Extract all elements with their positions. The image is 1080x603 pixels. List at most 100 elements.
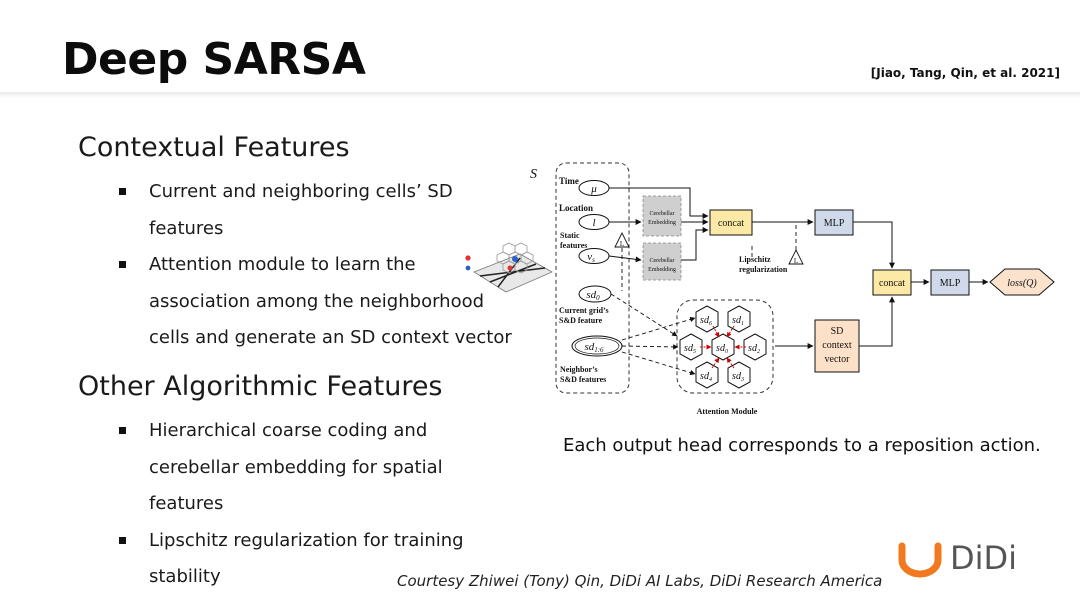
- bullet-line: Current and neighboring cells’ SD: [149, 181, 453, 202]
- sd16-var: sd: [584, 341, 594, 353]
- attention-arrows: [700, 325, 746, 369]
- attention-module-label: Attention Module: [697, 407, 758, 416]
- static-label: Static: [560, 231, 580, 240]
- bullet-marker: [119, 188, 126, 195]
- bullet-line: Attention module to learn the: [149, 254, 416, 275]
- hex-sub: 0: [725, 349, 728, 355]
- hex-sub: 3: [740, 377, 744, 383]
- lipschitz-label: Lipschitz: [739, 255, 771, 264]
- bullet-list-algorithmic: Hierarchical coarse coding and cerebella…: [119, 413, 464, 596]
- sd-context-vector-node: [814, 319, 860, 373]
- sd16-sub: 1:6: [594, 346, 604, 354]
- svg-text:sd6: sd6: [700, 315, 712, 327]
- bullet-item: Lipschitz regularization for training st…: [119, 523, 464, 596]
- bullet-item: Hierarchical coarse coding and cerebella…: [119, 413, 464, 523]
- bullet-line: features: [149, 217, 224, 239]
- lipschitz-label: regularization: [739, 265, 788, 274]
- hex-var: sd: [732, 371, 742, 382]
- bullet-line: Hierarchical coarse coding and: [149, 420, 428, 441]
- hex-sub: 6: [709, 321, 712, 327]
- lipschitz-marker-text: L: [794, 257, 798, 265]
- didi-logo-icon: [898, 542, 942, 578]
- logo-text: DiDi: [950, 539, 1018, 577]
- bullet-marker: [119, 261, 126, 268]
- bullet-line: features: [149, 493, 224, 514]
- hex-cell: [711, 333, 735, 361]
- embedding-label: Embedding: [648, 220, 676, 226]
- lipschitz-marker-icon: [614, 231, 630, 248]
- static-var: v: [587, 251, 592, 263]
- static-sub: s: [592, 256, 595, 264]
- courtesy-note: Courtesy Zhiwei (Tony) Qin, DiDi AI Labs…: [397, 572, 883, 590]
- architecture-diagram: S Time μ Location l Static features vs C…: [465, 162, 1055, 416]
- sd16-node-inner: [574, 337, 620, 355]
- bullet-marker: [119, 427, 126, 434]
- svg-text:sd3: sd3: [732, 371, 744, 383]
- embedding-label: Cerebellar: [650, 258, 675, 264]
- bullet-line: association among the neighborhood: [149, 290, 485, 312]
- hex-cell: [727, 305, 751, 333]
- mlp-label: MLP: [940, 278, 961, 289]
- cerebellar-embedding-1: [642, 195, 682, 237]
- bullet-marker: [119, 536, 126, 544]
- current-grid-label: Current grid’s: [559, 306, 609, 315]
- bullet-item: Current and neighboring cells’ SD featur…: [119, 174, 512, 247]
- hex-var: sd: [684, 343, 694, 354]
- sd-context-label: vector: [825, 354, 851, 365]
- neighbor-label: S&D features: [560, 375, 606, 384]
- hex-cell: [727, 361, 751, 389]
- sd0-var: sd: [586, 289, 596, 301]
- diagram-caption: Each output head corresponds to a reposi…: [563, 435, 1041, 456]
- sd0-sub: 0: [596, 294, 600, 302]
- loss-label: loss(Q): [1007, 278, 1037, 289]
- embedding-label: Embedding: [648, 267, 676, 273]
- bullet-line: cerebellar embedding for spatial: [149, 456, 443, 478]
- bullet-item: Attention module to learn the associatio…: [119, 247, 512, 357]
- hex-var: sd: [748, 343, 758, 354]
- neighborhood-hex-grid: [679, 305, 767, 389]
- city-map-icon: [465, 242, 553, 293]
- hex-var: sd: [700, 371, 710, 382]
- slide-title: Deep SARSA: [62, 34, 366, 85]
- svg-text:sd5: sd5: [684, 343, 696, 355]
- hex-cell: [743, 333, 767, 361]
- hex-cell: [679, 333, 703, 361]
- location-label: Location: [559, 203, 593, 213]
- input-features-frame: [555, 162, 630, 394]
- bullet-line: cells and generate an SD context vector: [149, 327, 512, 348]
- static-label: features: [560, 241, 587, 250]
- sd-context-label: context: [822, 340, 852, 351]
- svg-text:sd4: sd4: [700, 371, 712, 383]
- hex-sub: 5: [693, 349, 696, 355]
- svg-text:sd2: sd2: [748, 343, 760, 355]
- svg-text:sd0: sd0: [586, 289, 600, 302]
- svg-text:vs: vs: [587, 251, 595, 264]
- hex-var: sd: [700, 315, 710, 326]
- hex-sub: 2: [757, 349, 760, 355]
- lipschitz-regularization-icon: [788, 248, 804, 265]
- dashed-arrows: [610, 225, 797, 376]
- hex-sub: 4: [709, 376, 712, 383]
- embedding-label: Cerebellar: [650, 211, 675, 217]
- hex-var: sd: [716, 343, 726, 354]
- citation: [Jiao, Tang, Qin, et al. 2021]: [870, 66, 1060, 80]
- cerebellar-embedding-2: [642, 242, 682, 281]
- location-var: l: [592, 217, 595, 229]
- flow-arrows: [608, 187, 989, 349]
- time-var: μ: [590, 183, 597, 195]
- concat-label: concat: [879, 278, 905, 289]
- svg-text:sd0: sd0: [716, 343, 728, 355]
- didi-logo: DiDi: [898, 538, 1017, 578]
- svg-text:sd1:6: sd1:6: [584, 341, 604, 354]
- bullet-list-contextual: Current and neighboring cells’ SD featur…: [119, 174, 512, 357]
- bullet-line: Lipschitz regularization for training: [149, 529, 464, 551]
- hex-var: sd: [732, 315, 742, 326]
- lipschitz-marker-text: L: [620, 240, 624, 248]
- bullet-line: stability: [149, 566, 221, 587]
- neighbor-label: Neighbor’s: [560, 365, 598, 374]
- loss-node: [989, 268, 1055, 296]
- hex-cell: [695, 361, 719, 389]
- state-symbol: S: [530, 167, 537, 182]
- sd-context-label: SD: [831, 326, 844, 337]
- hex-sub: 1: [741, 321, 744, 327]
